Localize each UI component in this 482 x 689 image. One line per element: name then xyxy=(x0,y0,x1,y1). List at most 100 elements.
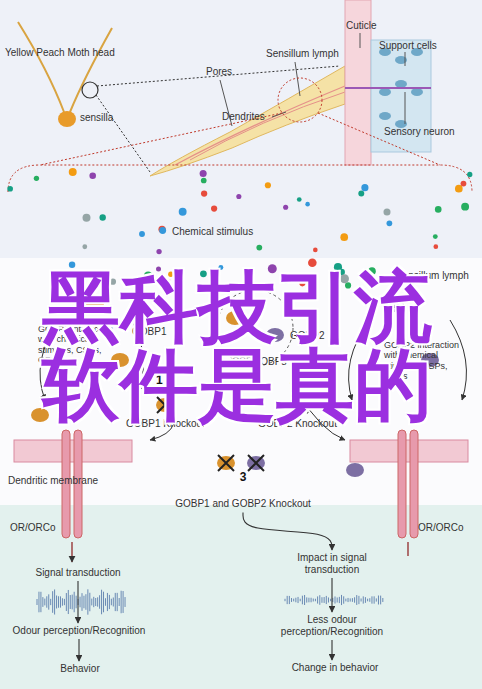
signal-wave xyxy=(298,597,299,603)
step-text: Odour perception/Recognition xyxy=(4,625,154,637)
stimulus-dot xyxy=(383,208,390,215)
part-label: Sensory neuron xyxy=(384,126,455,138)
signal-wave xyxy=(302,596,303,605)
signal-wave xyxy=(87,589,88,614)
stimulus-dot xyxy=(159,227,166,234)
signal-wave xyxy=(348,598,349,602)
leader-line xyxy=(405,52,406,66)
signal-wave xyxy=(40,592,41,612)
flow-arrow xyxy=(331,640,332,660)
signal-wave xyxy=(115,593,116,611)
stimulus-dot xyxy=(305,202,310,207)
signal-wave xyxy=(70,595,71,609)
signal-wave xyxy=(328,597,329,602)
signal-wave xyxy=(46,596,47,607)
leader-line xyxy=(405,92,406,124)
signal-wave xyxy=(369,598,370,602)
flow-arrow xyxy=(78,639,79,661)
signal-wave xyxy=(85,594,86,610)
stimulus-dot xyxy=(387,220,393,226)
signal-wave xyxy=(48,594,49,609)
cell-nucleus xyxy=(411,88,423,96)
dendrite xyxy=(175,86,345,165)
signal-wave xyxy=(123,591,124,613)
dendritic-membrane xyxy=(350,440,468,462)
stimulus-dot xyxy=(265,182,271,188)
cell-nucleus xyxy=(379,88,391,96)
stimulus-dot xyxy=(201,190,207,196)
stimulus-dot xyxy=(313,248,318,253)
signal-wave xyxy=(66,593,67,611)
magnify-outline xyxy=(8,113,472,192)
signal-wave xyxy=(363,596,364,603)
signal-wave xyxy=(117,593,118,611)
signal-wave xyxy=(311,598,312,603)
stimulus-dot xyxy=(297,197,302,202)
stimulus-dot xyxy=(200,170,207,177)
signal-wave xyxy=(74,592,75,612)
signal-wave xyxy=(68,590,69,614)
signal-arrow xyxy=(71,542,72,562)
receptor xyxy=(398,430,406,538)
signal-wave xyxy=(89,593,90,611)
signal-wave xyxy=(319,595,320,605)
signal-wave xyxy=(304,595,305,605)
signal-wave xyxy=(352,598,353,602)
stimulus-dot xyxy=(211,205,217,211)
signal-wave xyxy=(371,596,372,603)
signal-wave xyxy=(38,592,39,613)
signal-wave xyxy=(317,596,318,603)
stimulus-dot xyxy=(236,194,241,199)
callout-number: 3 xyxy=(168,470,318,484)
signal-wave xyxy=(105,598,106,606)
stimulus-dot xyxy=(433,244,438,249)
part-label: Support cells xyxy=(379,40,437,52)
receptor xyxy=(410,430,418,538)
stimulus-dot xyxy=(99,214,105,220)
signal-wave xyxy=(361,598,362,601)
stimulus-dot xyxy=(201,178,207,184)
step-text: Change in behavior xyxy=(280,662,390,674)
signal-wave xyxy=(99,595,100,609)
stimulus-dot xyxy=(467,172,472,177)
signal-wave xyxy=(308,598,309,603)
step-text: Behavior xyxy=(40,663,120,675)
signal-wave xyxy=(42,597,43,607)
part-label: OR/ORCo xyxy=(418,522,464,534)
stimulus-dot xyxy=(308,259,317,268)
signal-wave xyxy=(109,595,110,609)
zoom-line xyxy=(97,66,340,86)
signal-wave xyxy=(125,597,126,607)
moth-head xyxy=(58,111,76,127)
part-label: Pores xyxy=(206,66,232,78)
signal-wave xyxy=(285,599,286,601)
cycle-arrow xyxy=(450,320,466,400)
part-label: Dendrites xyxy=(222,111,265,123)
signal-wave xyxy=(374,596,375,603)
part-label: Cuticle xyxy=(346,20,377,32)
signal-wave xyxy=(365,597,366,603)
signal-wave xyxy=(287,596,288,604)
signal-wave xyxy=(343,596,344,603)
stimulus-dot xyxy=(461,203,469,211)
step-text: Less odour perception/Recognition xyxy=(262,614,402,638)
signal-wave xyxy=(44,599,45,606)
zoom-circle xyxy=(82,82,98,98)
flow-arrow xyxy=(331,578,332,612)
signal-wave xyxy=(339,597,340,603)
stimulus-dot xyxy=(7,186,13,192)
signal-wave xyxy=(97,597,98,606)
signal-wave xyxy=(103,592,104,613)
protein xyxy=(247,456,265,470)
signal-wave xyxy=(60,596,61,607)
stimulus-dot xyxy=(69,168,77,176)
signal-wave xyxy=(295,598,296,603)
stimulus-dot xyxy=(435,206,442,213)
stimulus-dot xyxy=(433,234,438,239)
signal-wave xyxy=(37,599,38,605)
stimulus-dot xyxy=(83,214,91,222)
dendritic-membrane xyxy=(14,440,132,462)
stimulus-dot xyxy=(158,226,165,233)
step-text: Signal transduction xyxy=(22,567,134,579)
knockout-group: 3GOBP1 and GOBP2 Knockout xyxy=(168,470,318,510)
